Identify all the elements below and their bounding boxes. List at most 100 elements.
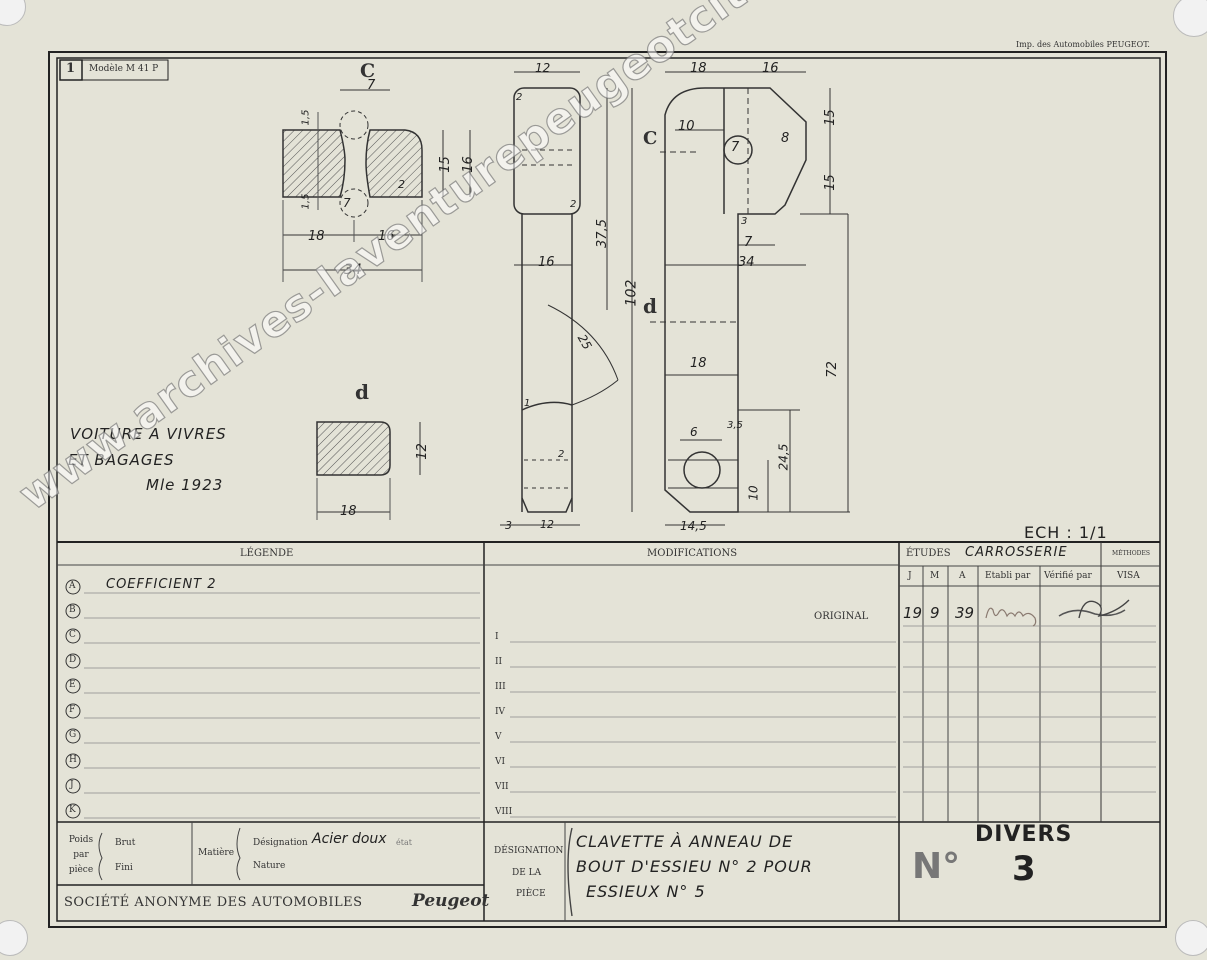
verifie-signature: [1058, 599, 1130, 619]
dim-front-16: 16: [762, 61, 779, 76]
drawing-number: 3: [1012, 849, 1036, 889]
piece-name-line-2: BOUT D'ESSIEU N° 2 POUR: [576, 857, 813, 876]
col-a: A: [959, 571, 966, 581]
etat-label: état: [396, 838, 412, 847]
dim-side-12-bottom: 12: [540, 518, 554, 531]
dim-front-15-top: 15: [822, 109, 838, 126]
inner-frame: [56, 57, 1161, 922]
fini-label: Fini: [115, 863, 133, 873]
dim-d-18: 18: [340, 504, 357, 519]
number-prefix: N°: [912, 846, 961, 887]
legend-letter-h: H: [69, 755, 77, 765]
dim-side-16: 16: [538, 255, 555, 270]
designation-value: Acier doux: [312, 831, 387, 847]
section-d-drawing: [316, 421, 421, 520]
dim-side-r1: 1: [524, 398, 531, 409]
dim-front-14-5: 14,5: [680, 519, 707, 533]
modification-row-vi: VI: [495, 757, 506, 767]
vehicle-line-1: VOITURE A VIVRES: [70, 425, 227, 443]
legend-letter-g: G: [69, 730, 77, 740]
legend-letter-b: B: [69, 605, 76, 615]
col-verifie: Vérifié par: [1044, 571, 1092, 581]
company-name: SOCIÉTÉ ANONYME DES AUTOMOBILES: [64, 895, 363, 910]
section-c-drawing: [282, 89, 471, 282]
dim-front-18-lower: 18: [690, 356, 707, 371]
modification-row-ii: II: [495, 657, 503, 667]
legend-letter-f: F: [69, 705, 76, 715]
original-year: 39: [955, 604, 975, 622]
dim-c-16-width: 16: [378, 229, 395, 244]
dim-side-r2-c: 2: [558, 449, 565, 460]
original-day: 19: [903, 604, 923, 622]
corner-pin-bottom-left: [0, 920, 28, 956]
dim-c-1-5-top: 1,5: [300, 109, 312, 126]
dim-c-18: 18: [308, 229, 325, 244]
dim-front-10-lower: 10: [746, 485, 761, 501]
modification-row-i: I: [495, 632, 499, 642]
original-month: 9: [930, 604, 940, 622]
dim-d-12: 12: [414, 443, 430, 460]
original-label: ORIGINAL: [814, 611, 869, 622]
methodes-header: MÉTHODES: [1112, 550, 1150, 557]
dim-front-10: 10: [678, 119, 695, 134]
dim-side-12: 12: [535, 61, 551, 75]
vehicle-line-3: Mle 1923: [146, 476, 224, 494]
legend-letter-d: D: [69, 655, 77, 665]
matiere-label: Matière: [198, 848, 235, 858]
legend-letter-e: E: [69, 680, 76, 690]
legend-item-a-text: COEFFICIENT 2: [106, 577, 217, 592]
dim-side-37-5: 37,5: [594, 219, 610, 248]
section-d-label: d: [355, 380, 369, 404]
dim-side-r2-a: 2: [516, 92, 523, 103]
legend-letter-j: J: [70, 780, 74, 790]
dim-front-3: 3: [741, 216, 748, 227]
front-view-drawing: [650, 71, 850, 526]
dim-c-34: 34: [344, 262, 362, 278]
etabli-signature: [985, 607, 1037, 627]
sheet-number: 1: [66, 61, 76, 76]
section-c-label-front: C: [643, 128, 658, 149]
designation-label: Désignation: [253, 838, 308, 848]
modification-row-viii: VIII: [495, 807, 513, 817]
modification-row-v: V: [495, 732, 502, 742]
dim-c-7-bottom: 7: [343, 196, 351, 210]
col-j: J: [908, 571, 912, 581]
scale-text: ECH : 1/1: [1024, 523, 1108, 542]
piece-label-1: DÉSIGNATION: [494, 846, 564, 856]
dim-front-6: 6: [690, 425, 698, 439]
modification-row-vii: VII: [495, 782, 509, 792]
vehicle-line-2: ET BAGAGES: [68, 451, 175, 469]
dim-front-15-bottom: 15: [822, 174, 838, 191]
side-view-drawing: [500, 71, 633, 526]
dim-front-7: 7: [731, 140, 740, 155]
legend-letter-k: K: [69, 805, 76, 815]
etudes-header: ÉTUDES: [906, 548, 951, 559]
imprint-text: Imp. des Automobiles PEUGEOT.: [1016, 40, 1150, 49]
outer-frame: [48, 51, 1167, 928]
modification-row-iii: III: [495, 682, 506, 692]
legend-header: LÉGENDE: [240, 548, 294, 559]
col-visa: VISA: [1117, 571, 1140, 581]
dim-side-102: 102: [623, 279, 640, 307]
dim-front-18: 18: [690, 61, 707, 76]
nature-label: Nature: [253, 861, 286, 871]
dim-front-7-width: 7: [744, 235, 753, 250]
brut-label: Brut: [115, 838, 136, 848]
brand-logo: Peugeot: [412, 891, 490, 911]
col-m: M: [930, 571, 940, 581]
modification-row-iv: IV: [495, 707, 506, 717]
dim-front-8: 8: [781, 131, 790, 146]
model-reference: Modèle M 41 P: [89, 64, 159, 74]
etudes-department: CARROSSERIE: [965, 545, 1068, 560]
legend-letter-a: A: [69, 581, 76, 591]
dim-side-3: 3: [505, 519, 512, 532]
modifications-header: MODIFICATIONS: [647, 548, 738, 559]
dim-front-24-5: 24,5: [776, 443, 791, 471]
piece-label-3: PIÈCE: [516, 889, 546, 899]
piece-label-2: DE LA: [512, 868, 542, 878]
piece-name-line-3: ESSIEUX N° 5: [586, 882, 706, 901]
dim-front-34: 34: [738, 255, 755, 270]
dim-front-72: 72: [824, 361, 840, 378]
